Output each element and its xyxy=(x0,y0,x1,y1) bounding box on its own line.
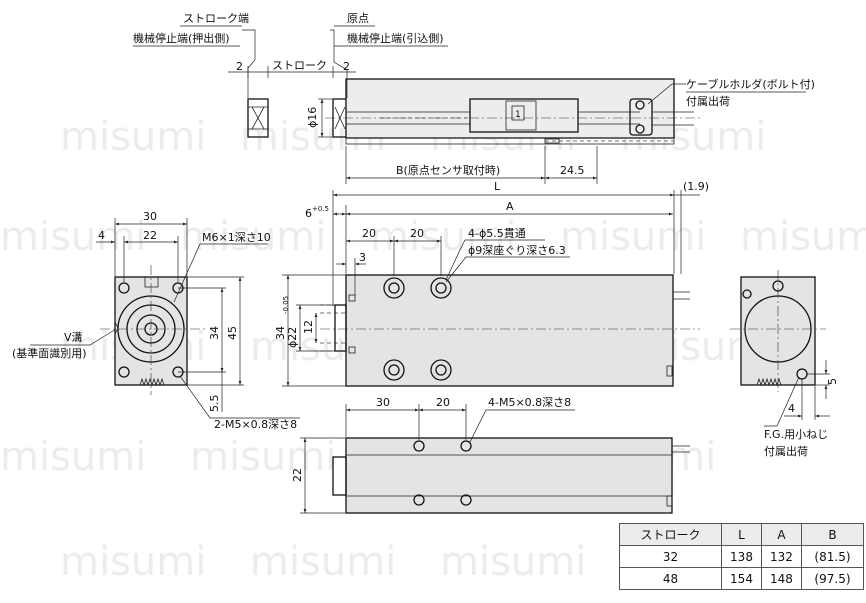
svg-text:misumi: misumi xyxy=(60,114,206,160)
side-view xyxy=(320,274,700,387)
side-dimensions: L (1.9) 6 +0.5 A 20 20 3 4-ϕ5.5貫通 ϕ9深座ぐり… xyxy=(274,180,709,387)
svg-text:misumi: misumi xyxy=(370,214,516,260)
svg-text:misumi: misumi xyxy=(440,539,586,585)
dim-b-origin: B(原点センサ取付時) xyxy=(396,164,500,177)
spec-cell: 148 xyxy=(760,567,802,590)
spec-header-row: ストローク L A B xyxy=(618,523,865,546)
cable-holder xyxy=(629,98,653,136)
spec-cell: 132 xyxy=(760,545,802,568)
top-body xyxy=(345,78,675,139)
dim-gap-left: 2 xyxy=(236,60,243,73)
dim-6-tol: +0.5 xyxy=(312,205,329,213)
label-v-groove: V溝 xyxy=(64,331,83,344)
svg-text:1: 1 xyxy=(515,110,521,118)
svg-text:misumi: misumi xyxy=(60,539,206,585)
svg-text:misumi: misumi xyxy=(0,434,146,480)
label-origin: 原点 xyxy=(347,12,369,25)
bottom-body xyxy=(345,437,673,514)
dim-phi22-tol: -0.05 xyxy=(282,296,290,314)
dim-30-top: 30 xyxy=(143,210,157,223)
label-m6: M6×1深さ10 xyxy=(202,231,271,244)
bottom-dimensions: 30 20 4-M5×0.8深さ8 22 xyxy=(291,396,575,514)
label-mech-stop-pull: 機械停止端(引込側) xyxy=(347,31,444,45)
label-v-groove-note: (基準面識別用) xyxy=(12,346,87,360)
dim-phi16: ϕ16 xyxy=(306,107,319,128)
spec-header-B: B xyxy=(800,523,865,546)
svg-text:misumi: misumi xyxy=(180,214,326,260)
spec-row: 48 154 148 (97.5) xyxy=(618,567,865,590)
top-view xyxy=(247,78,700,145)
slider-block xyxy=(469,98,579,133)
dim-22-bottom: 22 xyxy=(291,468,304,482)
label-fg-screw: F.G.用小ねじ xyxy=(764,428,828,441)
dim-phi22: ϕ22 xyxy=(286,327,299,348)
dim-22-top: 22 xyxy=(143,229,157,242)
dim-1-9: (1.9) xyxy=(683,180,709,193)
label-hole-4: 4-ϕ5.5貫通 xyxy=(468,227,526,240)
label-mech-stop-push: 機械停止端(押出側) xyxy=(133,31,230,45)
right-end-view xyxy=(730,270,826,392)
dim-34-front: 34 xyxy=(208,326,221,340)
top-dimensions: ストローク端 機械停止端(押出側) 原点 機械停止端(引込側) 2 ストローク … xyxy=(133,12,815,184)
label-attached-2: 付属出荷 xyxy=(764,444,808,458)
dim-20-bottom: 20 xyxy=(436,396,450,409)
spec-row: 32 138 132 (81.5) xyxy=(618,545,865,568)
spec-cell: (81.5) xyxy=(800,545,865,568)
slider-mark: 1 xyxy=(515,110,521,118)
bottom-view xyxy=(332,437,690,514)
dim-L: L xyxy=(494,180,501,193)
svg-text:misumi: misumi xyxy=(740,214,866,260)
dim-5-5: 5.5 xyxy=(208,395,221,413)
label-attached-1: 付属出荷 xyxy=(686,94,730,108)
spec-cell: 154 xyxy=(721,567,762,590)
label-cable-holder: ケーブルホルダ(ボルト付) xyxy=(686,77,815,91)
label-m5-bottom: 4-M5×0.8深さ8 xyxy=(488,396,571,409)
svg-text:misumi: misumi xyxy=(250,539,396,585)
dim-4-right: 4 xyxy=(788,402,795,415)
spec-cell: 48 xyxy=(618,567,723,590)
dim-20-b: 20 xyxy=(410,227,424,240)
svg-text:misumi: misumi xyxy=(560,214,706,260)
dim-6: 6 xyxy=(305,207,312,220)
dim-gap-right: 2 xyxy=(343,60,350,73)
dim-20-a: 20 xyxy=(362,227,376,240)
stroke-end-block xyxy=(247,98,269,138)
label-m5-side: 2-M5×0.8深さ8 xyxy=(214,418,297,431)
label-cbore: ϕ9深座ぐり深さ6.3 xyxy=(468,243,566,257)
spec-cell: 138 xyxy=(721,545,762,568)
dim-30-bottom: 30 xyxy=(376,396,390,409)
dim-24-5: 24.5 xyxy=(560,164,585,177)
dim-3: 3 xyxy=(359,251,366,264)
dim-45: 45 xyxy=(226,326,239,340)
spec-cell: (97.5) xyxy=(800,567,865,590)
bottom-rod-boss xyxy=(332,456,347,496)
dim-4-top: 4 xyxy=(98,229,105,242)
spec-cell: 32 xyxy=(618,545,723,568)
label-stroke-end: ストローク端 xyxy=(183,12,249,25)
rod-boss xyxy=(334,304,347,352)
dim-A: A xyxy=(506,200,514,213)
right-end-dimensions: 5 4 F.G.用小ねじ 付属出荷 xyxy=(764,360,839,458)
dim-5: 5 xyxy=(826,378,839,385)
spec-header-stroke: ストローク xyxy=(618,523,723,546)
dim-12: 12 xyxy=(302,320,315,334)
dim-stroke: ストローク xyxy=(272,59,327,72)
front-view xyxy=(100,265,205,395)
spec-header-L: L xyxy=(721,523,762,546)
spec-header-A: A xyxy=(760,523,802,546)
dim-34-side: 34 xyxy=(274,326,287,340)
side-body xyxy=(345,274,674,387)
svg-text:misumi: misumi xyxy=(0,214,146,260)
front-dimensions: 30 4 22 M6×1深さ10 V溝 (基準面識別用) 34 45 5.5 2… xyxy=(12,210,300,431)
stroke-spec-table: ストローク L A B 32 138 132 (81.5) 48 154 148… xyxy=(618,523,865,590)
svg-text:misumi: misumi xyxy=(190,434,336,480)
